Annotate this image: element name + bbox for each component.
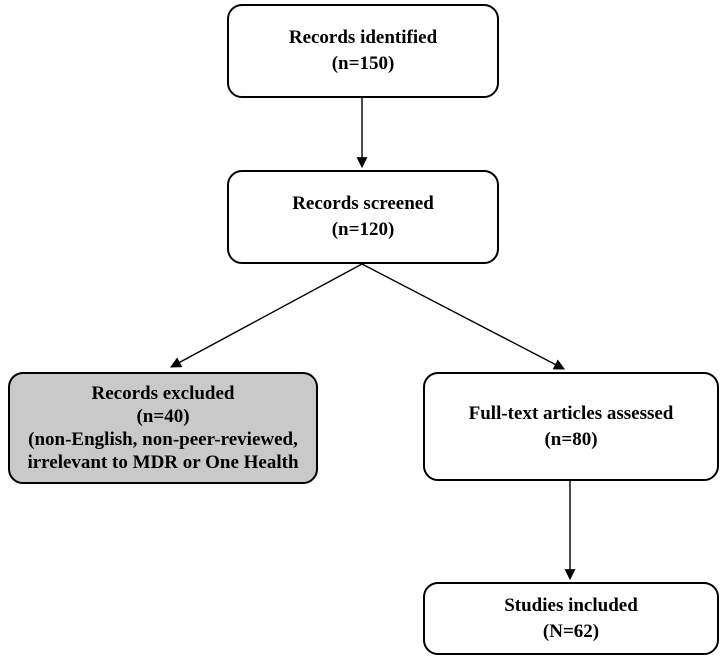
box-records-excluded: Records excluded (n=40) (non-English, no… [8, 372, 318, 484]
box-line: Records identified [288, 27, 438, 49]
box-line: Records screened [292, 193, 434, 215]
box-line: Records excluded [91, 382, 235, 404]
box-line: (n=40) [136, 405, 190, 427]
box-records-screened: Records screened (n=120) [227, 170, 499, 264]
box-studies-included: Studies included (N=62) [423, 582, 719, 655]
arrow-screened-to-fulltext [361, 263, 565, 370]
box-line: (n=120) [331, 219, 395, 240]
box-line: (n=150) [331, 53, 395, 74]
arrow-screened-to-excluded [170, 263, 363, 368]
box-records-identified: Records identified (n=150) [227, 4, 499, 98]
box-line: (n=80) [544, 428, 598, 450]
box-line: Full-text articles assessed [468, 402, 674, 424]
box-line: Studies included [504, 594, 638, 616]
box-fulltext-assessed: Full-text articles assessed (n=80) [423, 372, 719, 481]
box-line: (non-English, non-peer-reviewed, [28, 429, 298, 450]
box-line: (N=62) [542, 620, 600, 642]
box-line: irrelevant to MDR or One Health [27, 452, 299, 474]
